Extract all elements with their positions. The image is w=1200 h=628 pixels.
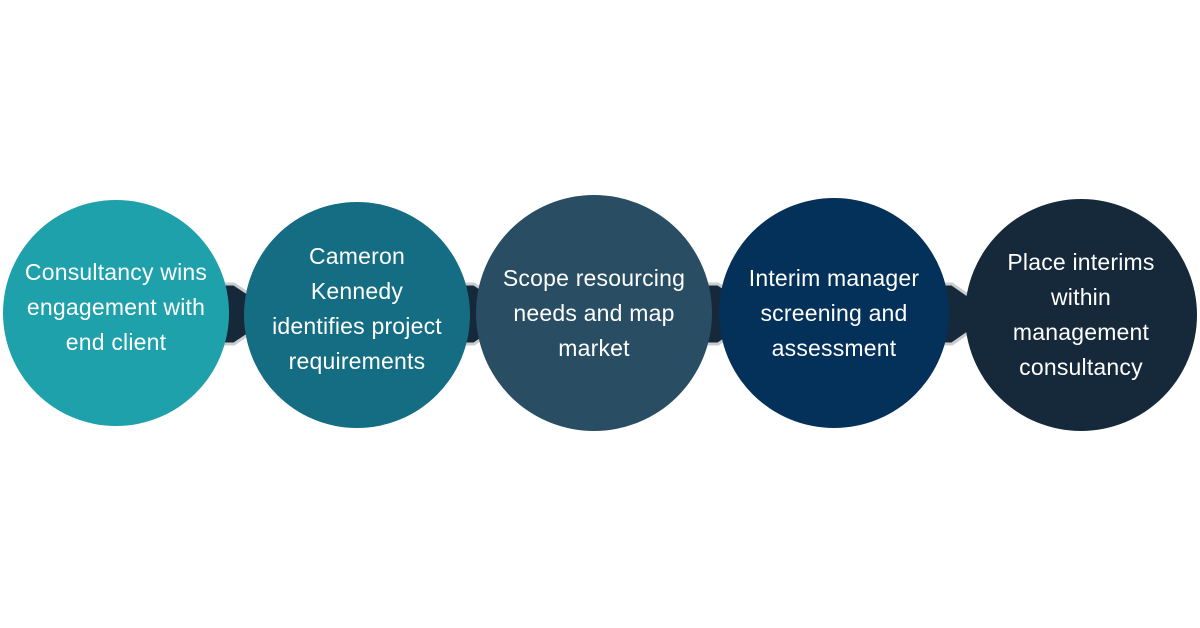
process-step-3-label: Scope resourcing needs and map market <box>502 264 686 361</box>
process-step-2-label: Cameron Kennedy identifies project requi… <box>272 243 442 374</box>
process-step-5-label: Place interims within management consult… <box>1007 249 1155 380</box>
process-step-4: Interim manager screening and assessment <box>719 198 949 428</box>
process-step-4-label: Interim manager screening and assessment <box>748 264 920 361</box>
process-step-5: Place interims within management consult… <box>965 199 1197 431</box>
process-step-1-label: Consultancy wins engagement with end cli… <box>24 258 208 355</box>
process-step-2: Cameron Kennedy identifies project requi… <box>244 202 470 428</box>
process-step-3: Scope resourcing needs and map market <box>476 195 712 431</box>
process-step-1: Consultancy wins engagement with end cli… <box>3 200 229 426</box>
